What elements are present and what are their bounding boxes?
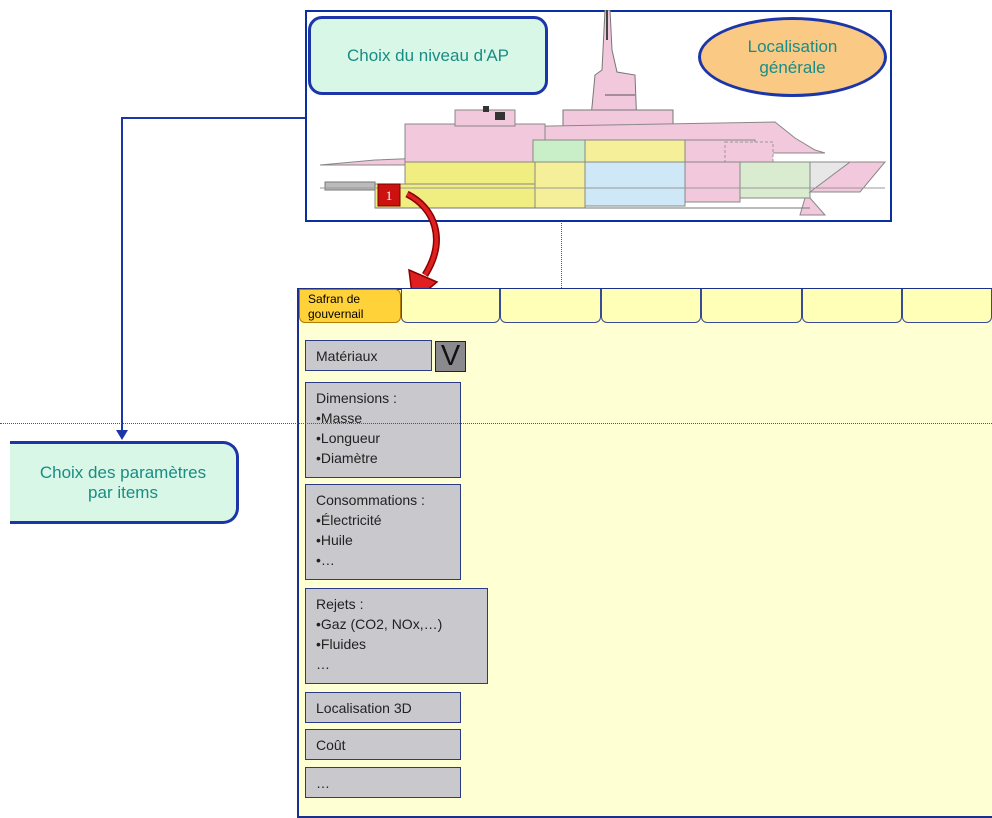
param-materials-label: Matériaux <box>316 348 378 364</box>
general-location-line1: Localisation <box>747 37 838 56</box>
tab-empty-4[interactable] <box>701 289 802 323</box>
param-emissions-line: •Fluides <box>316 636 367 652</box>
tab-empty-1[interactable] <box>401 289 500 323</box>
tab-empty-2[interactable] <box>500 289 601 323</box>
items-box-line1: Choix des paramètres <box>39 462 207 482</box>
item-marker[interactable] <box>377 183 401 207</box>
tab-rudder[interactable]: Safran de gouvernail <box>299 289 401 323</box>
param-more-label: … <box>316 775 330 791</box>
param-dimensions-line: •Diamètre <box>316 450 378 466</box>
level-choice-label: Choix du niveau d'AP <box>346 45 509 65</box>
param-location-3d-label: Localisation 3D <box>316 700 412 716</box>
level-choice-box: Choix du niveau d'AP <box>308 16 548 95</box>
param-emissions-line: •Gaz (CO2, NOx,…) <box>316 616 443 632</box>
connector-arrow <box>116 117 305 440</box>
param-more[interactable]: … <box>305 767 461 798</box>
param-emissions[interactable]: Rejets : •Gaz (CO2, NOx,…) •Fluides … <box>305 588 488 684</box>
param-dimensions-title: Dimensions : <box>316 390 397 406</box>
param-consumption-title: Consommations : <box>316 492 425 508</box>
tab-empty-6[interactable] <box>902 289 992 323</box>
param-consumption-line: •Huile <box>316 532 353 548</box>
tab-empty-5[interactable] <box>802 289 902 323</box>
general-location-ellipse: Localisation générale <box>698 17 887 97</box>
param-consumption-line: •Électricité <box>316 512 382 528</box>
item-marker-label: 1 <box>386 188 393 203</box>
param-dimensions-line: •Masse <box>316 410 363 426</box>
param-cost[interactable]: Coût <box>305 729 461 760</box>
ship-illustration: 1 <box>319 10 887 216</box>
materials-toggle-button[interactable]: V <box>435 341 466 372</box>
items-parameters-box: Choix des paramètres par items <box>10 441 239 524</box>
param-emissions-line: … <box>316 656 330 672</box>
param-cost-label: Coût <box>316 737 346 753</box>
tab-empty-3[interactable] <box>601 289 701 323</box>
param-emissions-title: Rejets : <box>316 596 364 612</box>
param-consumption-line: •… <box>316 552 335 568</box>
param-location-3d[interactable]: Localisation 3D <box>305 692 461 723</box>
tab-strip: Safran de gouvernail <box>299 289 992 325</box>
general-location-line2: générale <box>759 58 826 77</box>
param-materials[interactable]: Matériaux <box>305 340 432 371</box>
param-dimensions[interactable]: Dimensions : •Masse •Longueur •Diamètre <box>305 382 461 478</box>
param-dimensions-line: •Longueur <box>316 430 381 446</box>
items-box-line2: par items <box>88 482 158 502</box>
horizontal-guide-line <box>0 423 992 424</box>
tab-rudder-label: Safran de gouvernail <box>308 292 364 321</box>
param-consumption[interactable]: Consommations : •Électricité •Huile •… <box>305 484 461 580</box>
